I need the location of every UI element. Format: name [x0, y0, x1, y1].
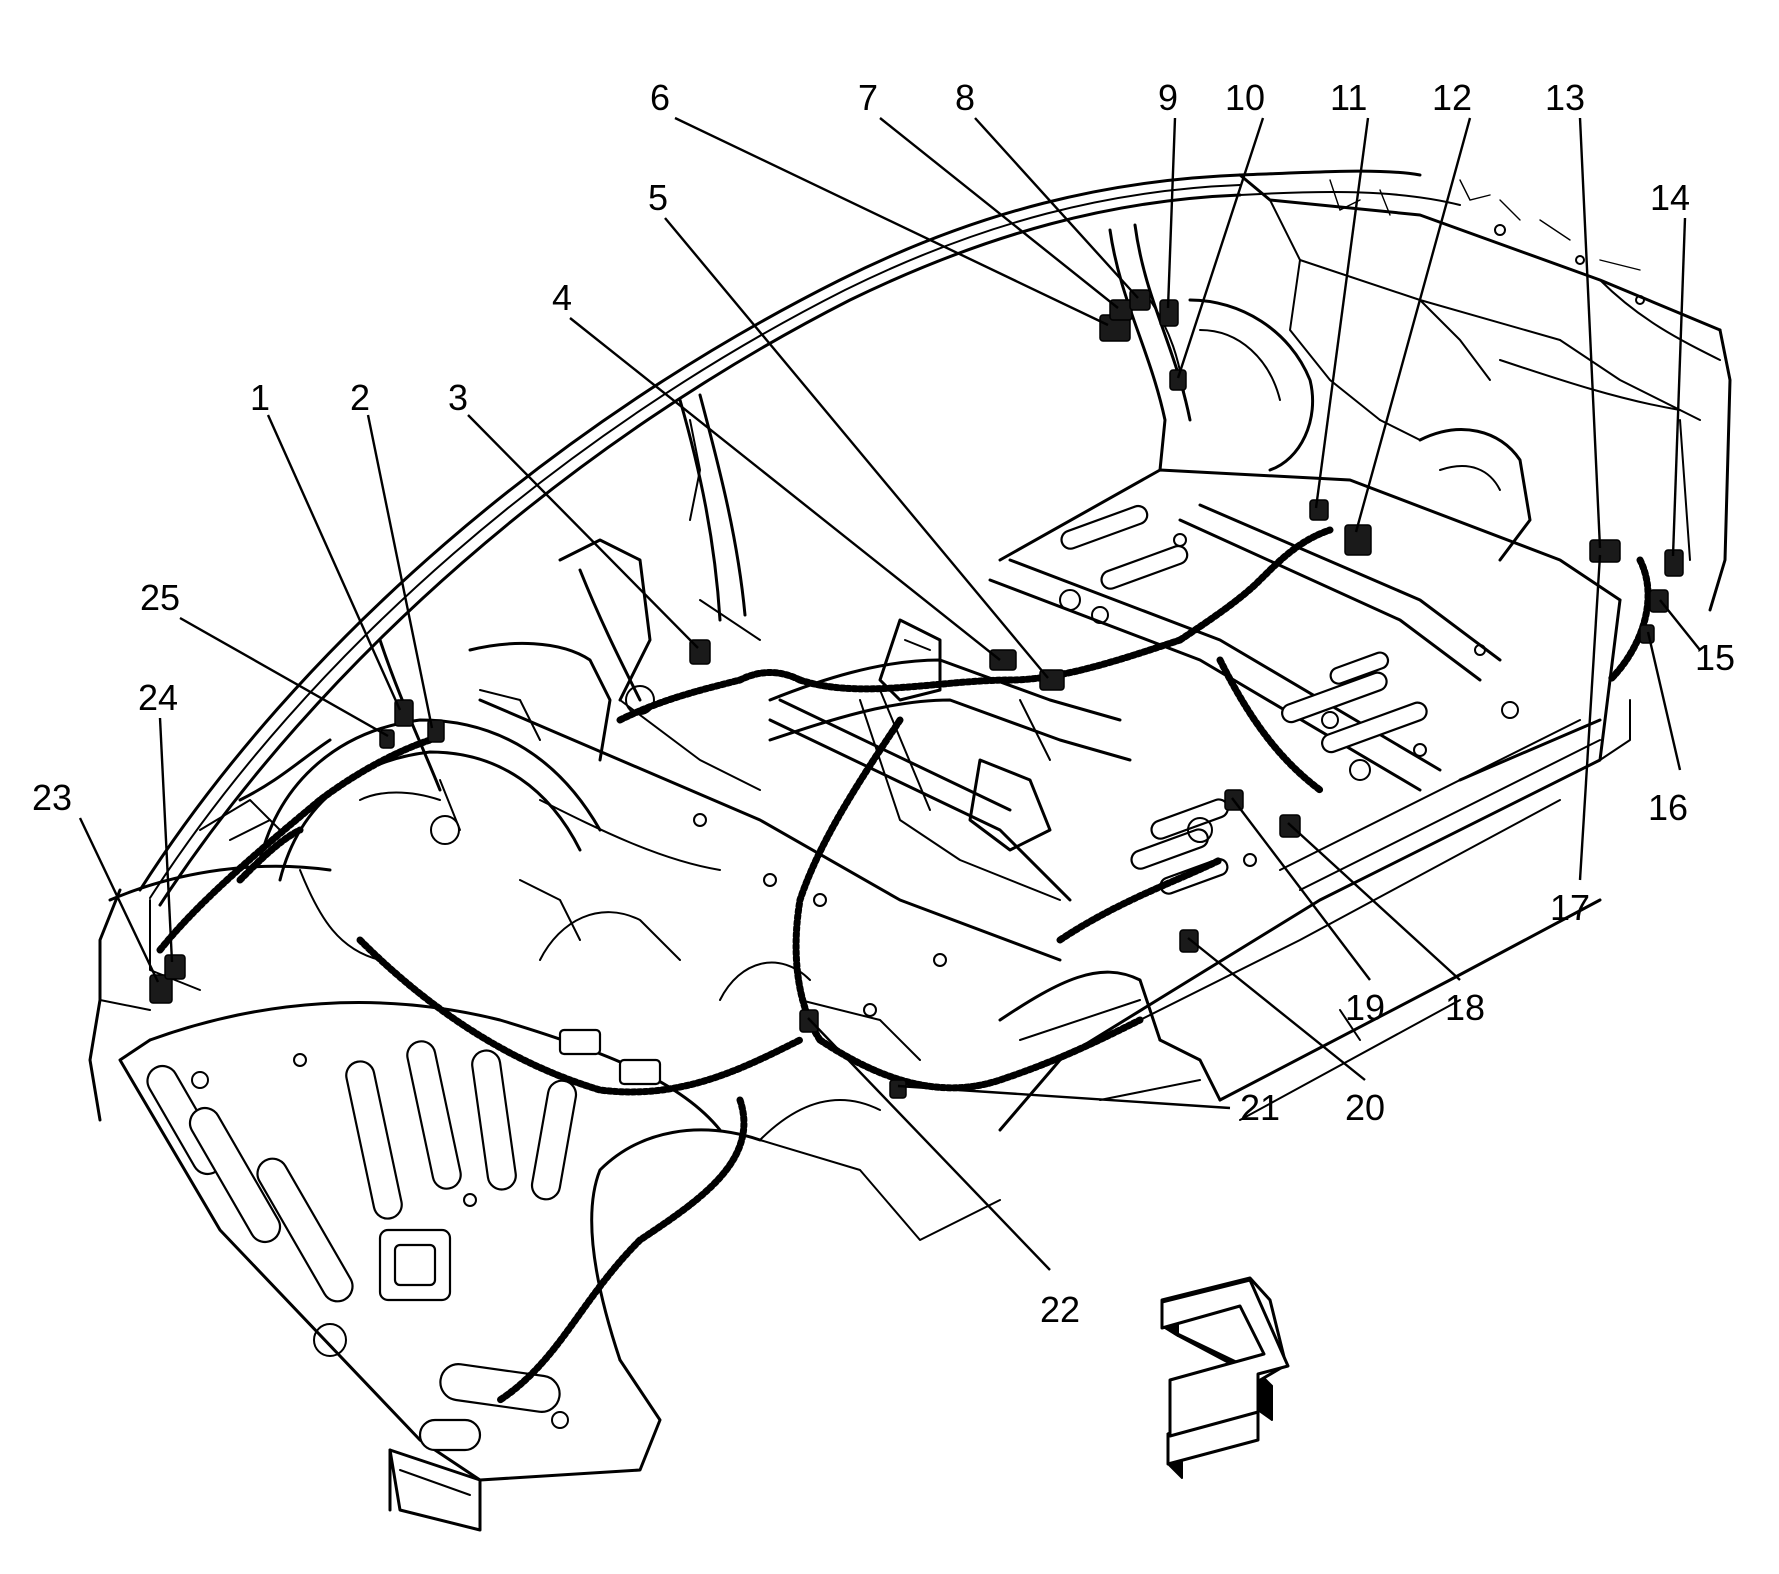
callout-14: 14 [1650, 177, 1690, 218]
callout-2: 2 [350, 377, 370, 418]
connector-15 [1649, 589, 1669, 613]
callout-6: 6 [650, 77, 670, 118]
callout-18: 18 [1445, 987, 1485, 1028]
callout-1: 1 [250, 377, 270, 418]
connector-20 [1179, 929, 1199, 953]
left-rear-quarter [88, 738, 332, 1122]
callout-21: 21 [1240, 1087, 1280, 1128]
callout-4: 4 [552, 277, 572, 318]
callout-12: 12 [1432, 77, 1472, 118]
callout-24: 24 [138, 677, 178, 718]
callout-9: 9 [1158, 77, 1178, 118]
connector-23 [149, 974, 173, 1004]
center-tunnel [768, 618, 1132, 901]
connector-22 [799, 1009, 819, 1033]
callout-3: 3 [448, 377, 468, 418]
connector-10 [1169, 369, 1187, 391]
callout-22: 22 [1040, 1289, 1080, 1330]
rear-wheel-well [258, 718, 602, 961]
vehicle-underbody-illustration [88, 169, 1732, 1532]
callout-17: 17 [1550, 887, 1590, 928]
callout-labels: 1 2 3 4 5 6 7 8 9 10 11 12 13 14 15 16 1… [32, 77, 1735, 1330]
rear-seat-area [468, 538, 761, 791]
connector-13 [1589, 539, 1621, 563]
callout-10: 10 [1225, 77, 1265, 118]
roof-frame [138, 169, 1461, 907]
forward-direction-arrow-icon [1160, 1276, 1290, 1479]
connector-12 [1344, 524, 1372, 556]
trunk-floor [118, 1001, 1001, 1532]
callout-13: 13 [1545, 77, 1585, 118]
callout-19: 19 [1345, 987, 1385, 1028]
front-dash-area [1188, 173, 1732, 612]
callout-15: 15 [1695, 637, 1735, 678]
connector-11 [1309, 499, 1329, 521]
callout-20: 20 [1345, 1087, 1385, 1128]
callout-16: 16 [1648, 787, 1688, 828]
connectors [149, 289, 1684, 1099]
connector-16 [1639, 624, 1655, 644]
connector-21 [889, 1079, 907, 1099]
callout-25: 25 [140, 577, 180, 618]
callout-5: 5 [648, 177, 668, 218]
callout-8: 8 [955, 77, 975, 118]
callout-23: 23 [32, 777, 72, 818]
connector-24 [164, 954, 186, 980]
callout-7: 7 [858, 77, 878, 118]
leader-lines [78, 116, 1701, 1271]
dash-details [1329, 179, 1645, 305]
floor-wiring-harness [156, 526, 1652, 1404]
floor-pan [768, 468, 1631, 1132]
rear-right-sill [998, 898, 1602, 1121]
callout-11: 11 [1330, 77, 1367, 118]
connector-4 [989, 649, 1017, 671]
rear-center-floor [478, 698, 1062, 1086]
